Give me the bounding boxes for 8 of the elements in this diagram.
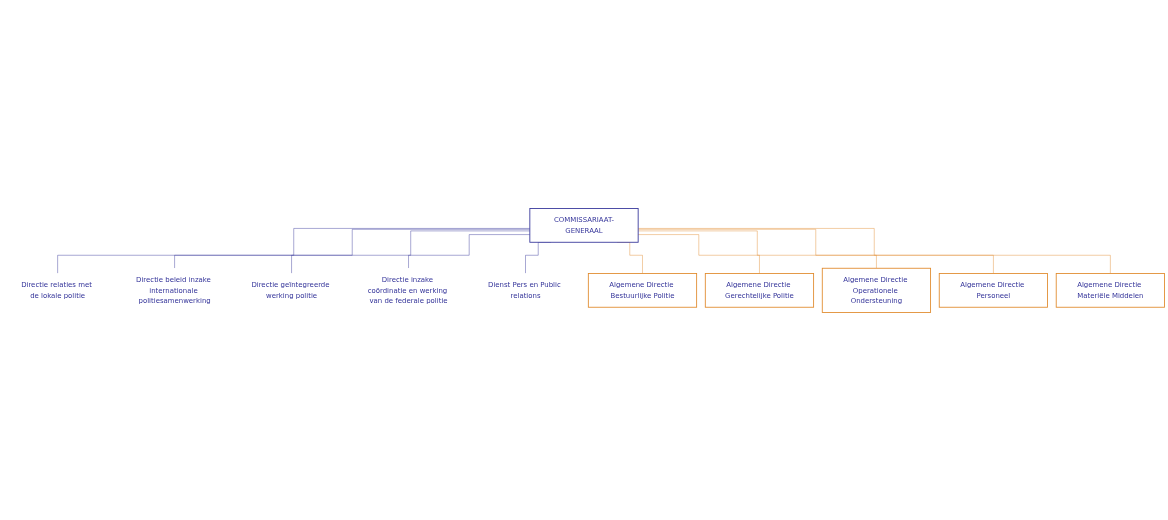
connector <box>174 228 531 268</box>
connector <box>637 233 760 274</box>
connector <box>291 230 531 274</box>
connector <box>57 227 531 274</box>
connector <box>637 227 1111 274</box>
connector <box>637 228 994 274</box>
connector <box>637 230 877 268</box>
connector <box>408 233 531 268</box>
